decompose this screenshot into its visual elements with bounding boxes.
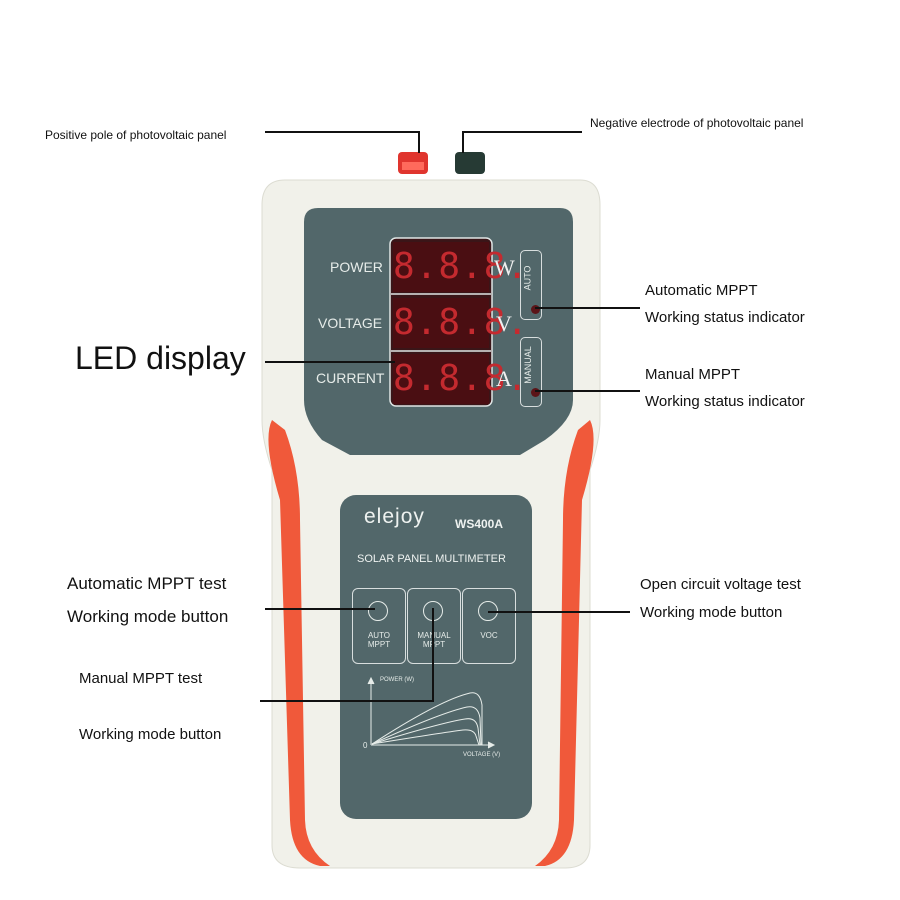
watt-unit: W xyxy=(494,255,515,280)
volt-unit: V xyxy=(496,311,512,336)
callout-voc-button-1: Open circuit voltage test xyxy=(640,576,801,593)
button-label: VOC xyxy=(480,631,498,640)
manual-indicator: MANUAL xyxy=(520,337,542,407)
curve-2 xyxy=(371,706,482,746)
callout-manual-button-2: Working mode button xyxy=(79,726,222,743)
callout-negative-electrode: Negative electrode of photovoltaic panel xyxy=(590,116,804,130)
leader-line xyxy=(265,361,395,363)
callout-manual-button-1: Manual MPPT test xyxy=(79,670,203,687)
amp-unit: A xyxy=(496,366,512,391)
callout-voc-button-2: Working mode button xyxy=(640,604,783,621)
callout-auto-button-2: Working mode button xyxy=(67,607,229,626)
callout-auto-indicator-1: Automatic MPPT xyxy=(645,282,758,299)
callout-auto-button-1: Automatic MPPT test xyxy=(67,574,227,593)
power-readout: 8.8.8. xyxy=(393,242,528,292)
button-circle-icon xyxy=(368,601,388,621)
graph-origin: 0 xyxy=(363,741,368,750)
button-label: AUTO xyxy=(367,631,391,640)
leader-line xyxy=(462,131,464,153)
leader-line xyxy=(488,611,630,613)
callout-positive-pole: Positive pole of photovoltaic panel xyxy=(45,128,227,142)
control-panel xyxy=(340,495,532,819)
callout-manual-indicator-1: Manual MPPT xyxy=(645,366,741,383)
curve-3 xyxy=(371,718,481,746)
manual-mppt-button[interactable]: MANUALMPPT xyxy=(407,588,461,664)
curve-4 xyxy=(371,729,480,746)
leader-line xyxy=(265,608,375,610)
current-label: CURRENT xyxy=(316,370,385,386)
auto-indicator: AUTO xyxy=(520,250,542,320)
leader-line xyxy=(462,131,582,133)
button-label: MPPT xyxy=(408,640,460,649)
leader-line xyxy=(432,608,434,701)
brand-logo: elejoy xyxy=(364,505,425,528)
negative-terminal xyxy=(455,152,485,174)
graph-x-label: VOLTAGE (V) xyxy=(463,752,501,758)
leader-line xyxy=(535,390,640,392)
graph-y-label: POWER (W) xyxy=(380,677,414,683)
power-label: POWER xyxy=(330,259,383,275)
leader-line xyxy=(265,131,420,133)
curve-1 xyxy=(371,692,483,745)
button-label: MANUAL xyxy=(417,631,451,640)
product-name: SOLAR PANEL MULTIMETER xyxy=(357,553,506,565)
voltage-label: VOLTAGE xyxy=(318,315,383,331)
callout-led-display: LED display xyxy=(75,340,246,376)
callout-manual-indicator-2: Working status indicator xyxy=(645,393,805,410)
leader-line xyxy=(418,131,420,153)
model-number: WS400A xyxy=(455,517,504,531)
voltage-readout: 8.8.8. xyxy=(393,298,528,348)
voc-button[interactable]: VOC xyxy=(462,588,516,664)
leader-line xyxy=(260,700,434,702)
auto-led xyxy=(531,305,540,314)
button-label: MPPT xyxy=(367,640,391,649)
right-grip xyxy=(535,420,594,866)
leader-line xyxy=(535,307,640,309)
pv-curve-graph xyxy=(367,676,496,749)
current-readout: 8.8.8. xyxy=(393,354,528,404)
manual-led xyxy=(531,388,540,397)
callout-auto-indicator-2: Working status indicator xyxy=(645,309,805,326)
left-grip xyxy=(268,420,330,866)
